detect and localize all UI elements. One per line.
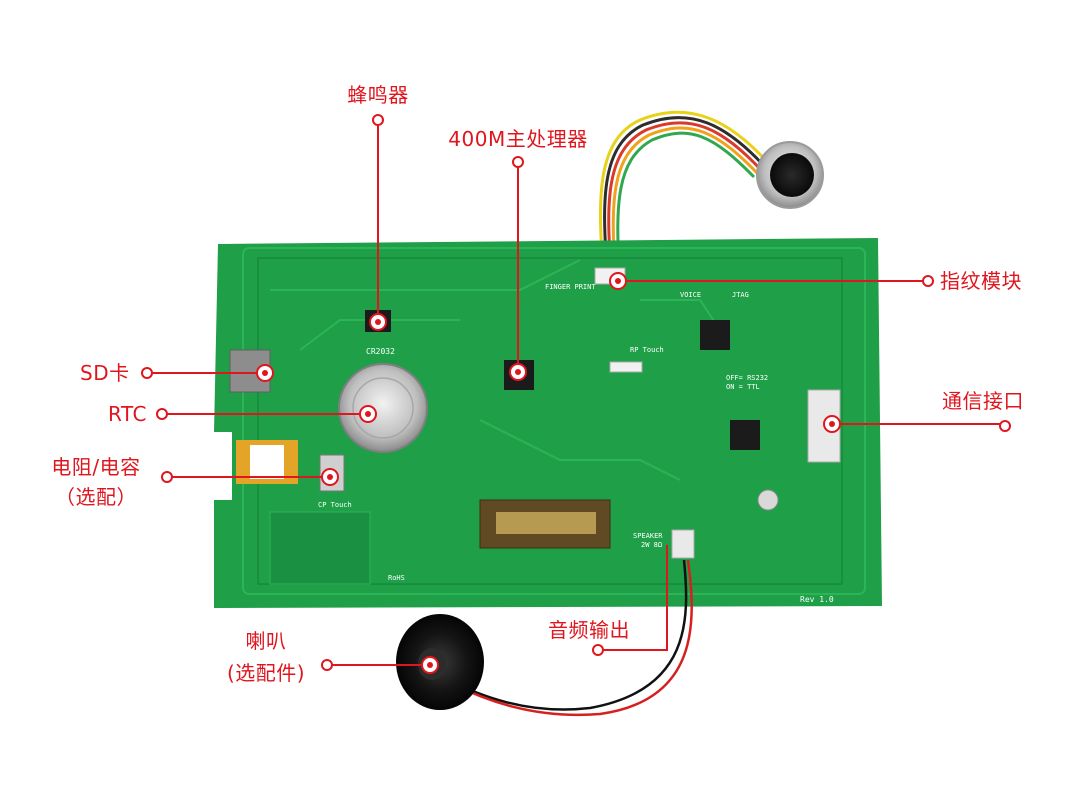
- label-resistor-capacitor-2: （选配）: [55, 485, 137, 509]
- silk-revision: Rev 1.0: [800, 595, 834, 604]
- label-sd-card: SD卡: [80, 361, 130, 385]
- marker-fingerprint-end: [922, 275, 934, 287]
- label-speaker-2: (选配件): [226, 661, 306, 685]
- label-rtc: RTC: [108, 402, 147, 426]
- label-buzzer: 蜂鸣器: [347, 83, 409, 107]
- coin-battery: [338, 363, 428, 453]
- speaker: [396, 614, 484, 710]
- silk-battery: CR2032: [366, 347, 395, 356]
- label-audio-out: 音频输出: [548, 618, 630, 642]
- marker-comm-end: [999, 420, 1011, 432]
- label-fingerprint: 指纹模块: [940, 269, 1022, 293]
- marker-buzzer-top: [372, 114, 384, 126]
- marker-rtc-start: [156, 408, 168, 420]
- label-resistor-capacitor-1: 电阻/电容: [51, 455, 141, 479]
- silk-voice: VOICE: [680, 291, 701, 299]
- silk-rp-touch: RP Touch: [630, 346, 664, 354]
- marker-speaker-start: [321, 659, 333, 671]
- fingerprint-sensor: [756, 141, 824, 209]
- marker-processor-top: [512, 156, 524, 168]
- silk-comm-select-1: OFF= RS232: [726, 374, 768, 382]
- label-speaker-1: 喇叭: [245, 629, 287, 653]
- fingerprint-cable: [598, 110, 772, 271]
- silk-rohs: RoHS: [388, 574, 405, 582]
- silk-speaker-1: SPEAKER: [633, 532, 663, 540]
- silk-comm-select-2: ON = TTL: [726, 383, 760, 391]
- marker-audio-start: [592, 644, 604, 656]
- silk-jtag: JTAG: [732, 291, 749, 299]
- marker-dots: [141, 114, 1011, 674]
- marker-sd-start: [141, 367, 153, 379]
- pcb-board: [214, 238, 882, 608]
- label-comm-interface: 通信接口: [942, 389, 1024, 413]
- silk-fingerprint-port: FINGER PRINT: [545, 283, 596, 291]
- silk-cp-touch: CP Touch: [318, 501, 352, 509]
- marker-rc-start: [161, 471, 173, 483]
- leader-lines: [150, 125, 1005, 666]
- speaker-cable: [447, 559, 693, 717]
- label-processor: 400M主处理器: [448, 127, 588, 151]
- silk-speaker-2: 2W 8Ω: [641, 541, 662, 549]
